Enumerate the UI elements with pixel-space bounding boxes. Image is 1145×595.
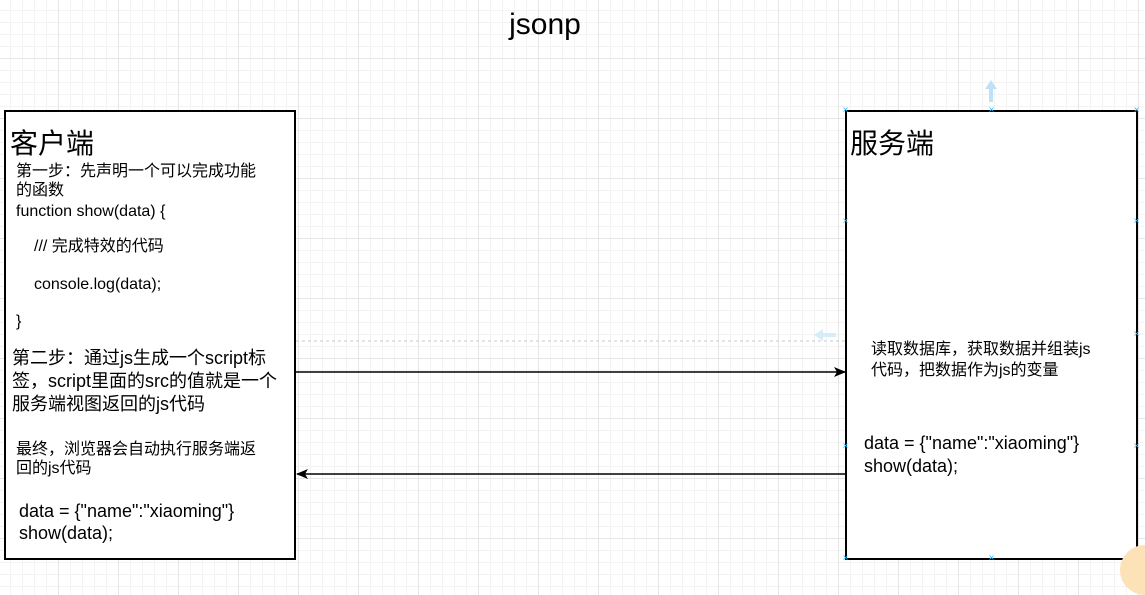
selection-handle-icon[interactable]: × (1133, 216, 1140, 227)
client-step2-line2: 签，script里面的src的值就是一个 (12, 371, 277, 391)
selection-handle-icon[interactable]: × (842, 105, 849, 116)
client-result-line2: show(data); (19, 523, 114, 543)
selection-handle-icon[interactable]: × (842, 216, 849, 227)
selection-handle-icon[interactable]: × (988, 553, 995, 564)
client-step2-line1: 第二步：通过js生成一个script标 (12, 348, 267, 368)
selection-handle-icon[interactable]: × (1133, 441, 1140, 452)
server-desc-line1: 读取数据库，获取数据并组装js (871, 341, 1091, 358)
selection-handle-icon[interactable]: × (1133, 105, 1140, 116)
client-code-body: console.log(data); (34, 276, 162, 293)
selection-handle-icon[interactable]: × (842, 441, 849, 452)
server-result-line1: data = {"name":"xiaoming"} (864, 433, 1080, 453)
diagram-title: jsonp (509, 8, 581, 41)
server-box-title: 服务端 (850, 128, 935, 159)
client-code-comment: /// 完成特效的代码 (34, 238, 164, 255)
client-step1-line2: 的函数 (16, 182, 65, 199)
selection-handle-icon[interactable]: × (842, 553, 849, 564)
selection-handle-icon[interactable]: × (1133, 329, 1140, 340)
client-final-line2: 回的js代码 (16, 460, 92, 477)
server-box[interactable]: 服务端 读取数据库，获取数据并组装js 代码，把数据作为js的变量 data =… (845, 110, 1138, 560)
server-desc-line2: 代码，把数据作为js的变量 (871, 362, 1059, 379)
server-result-line2: show(data); (864, 456, 959, 476)
connectors-layer (296, 80, 997, 479)
selection-handle-icon[interactable]: × (988, 105, 995, 116)
client-code-close: } (16, 313, 22, 330)
client-result-line1: data = {"name":"xiaoming"} (19, 501, 235, 521)
client-final-line1: 最终，浏览器会自动执行服务端返 (16, 441, 257, 458)
guide-left-arrow-icon (814, 329, 836, 341)
client-box-title: 客户端 (10, 128, 95, 159)
guide-up-arrow-icon (985, 80, 997, 102)
client-step2-line3: 服务端视图返回的js代码 (12, 394, 205, 414)
client-step1-line1: 第一步：先声明一个可以完成功能 (16, 163, 257, 180)
client-code-open: function show(data) { (16, 203, 166, 220)
client-box[interactable]: 客户端 第一步：先声明一个可以完成功能 的函数 function show(da… (4, 110, 296, 560)
